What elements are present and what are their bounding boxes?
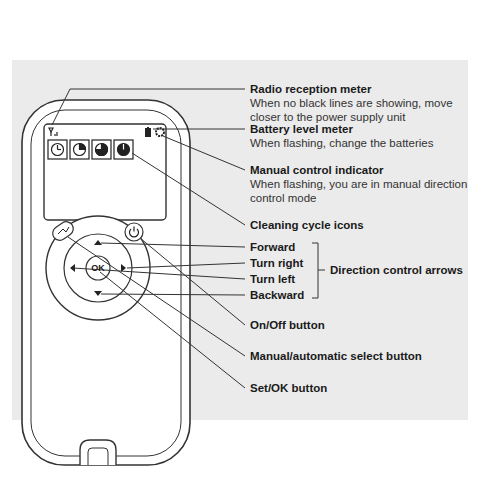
power-symbol-bar: [133, 227, 134, 232]
bracket-tick: [318, 270, 325, 271]
callout-title: Radio reception meter: [250, 82, 470, 96]
battery-icon: [145, 128, 151, 137]
callout-description: When flashing, you are in manual directi…: [250, 177, 475, 205]
callout-title: Set/OK button: [250, 381, 470, 395]
remote-face: [31, 110, 181, 456]
arrow-label: Forward: [250, 240, 320, 254]
lanyard-hole: [88, 448, 108, 465]
callout-title: Cleaning cycle icons: [250, 218, 470, 232]
arrow-label: Turn left: [250, 272, 320, 286]
callout-title: Manual control indicator: [250, 163, 470, 177]
screen: [44, 124, 166, 220]
radio-icon: [49, 128, 57, 136]
arrow-label: Backward: [250, 288, 320, 302]
callout-title: Manual/automatic select button: [250, 349, 475, 363]
arrow-label: Turn right: [250, 256, 320, 270]
ok-button: [86, 256, 110, 280]
remote-body: [22, 100, 190, 465]
battery-tip: [147, 127, 149, 129]
callout-title: Battery level meter: [250, 122, 470, 136]
cycle-icons: [48, 140, 133, 159]
bracket: [312, 243, 318, 298]
lanyard-loop: [80, 440, 116, 465]
callout-description: When flashing, change the batteries: [250, 136, 475, 150]
callout-title: On/Off button: [250, 318, 470, 332]
callout-description: When no black lines are showing, move cl…: [250, 96, 475, 124]
manual-select-symbol: [58, 227, 69, 234]
leader-lines: [52, 89, 245, 388]
button-text: OK: [86, 263, 110, 273]
group-label: Direction control arrows: [330, 263, 475, 277]
